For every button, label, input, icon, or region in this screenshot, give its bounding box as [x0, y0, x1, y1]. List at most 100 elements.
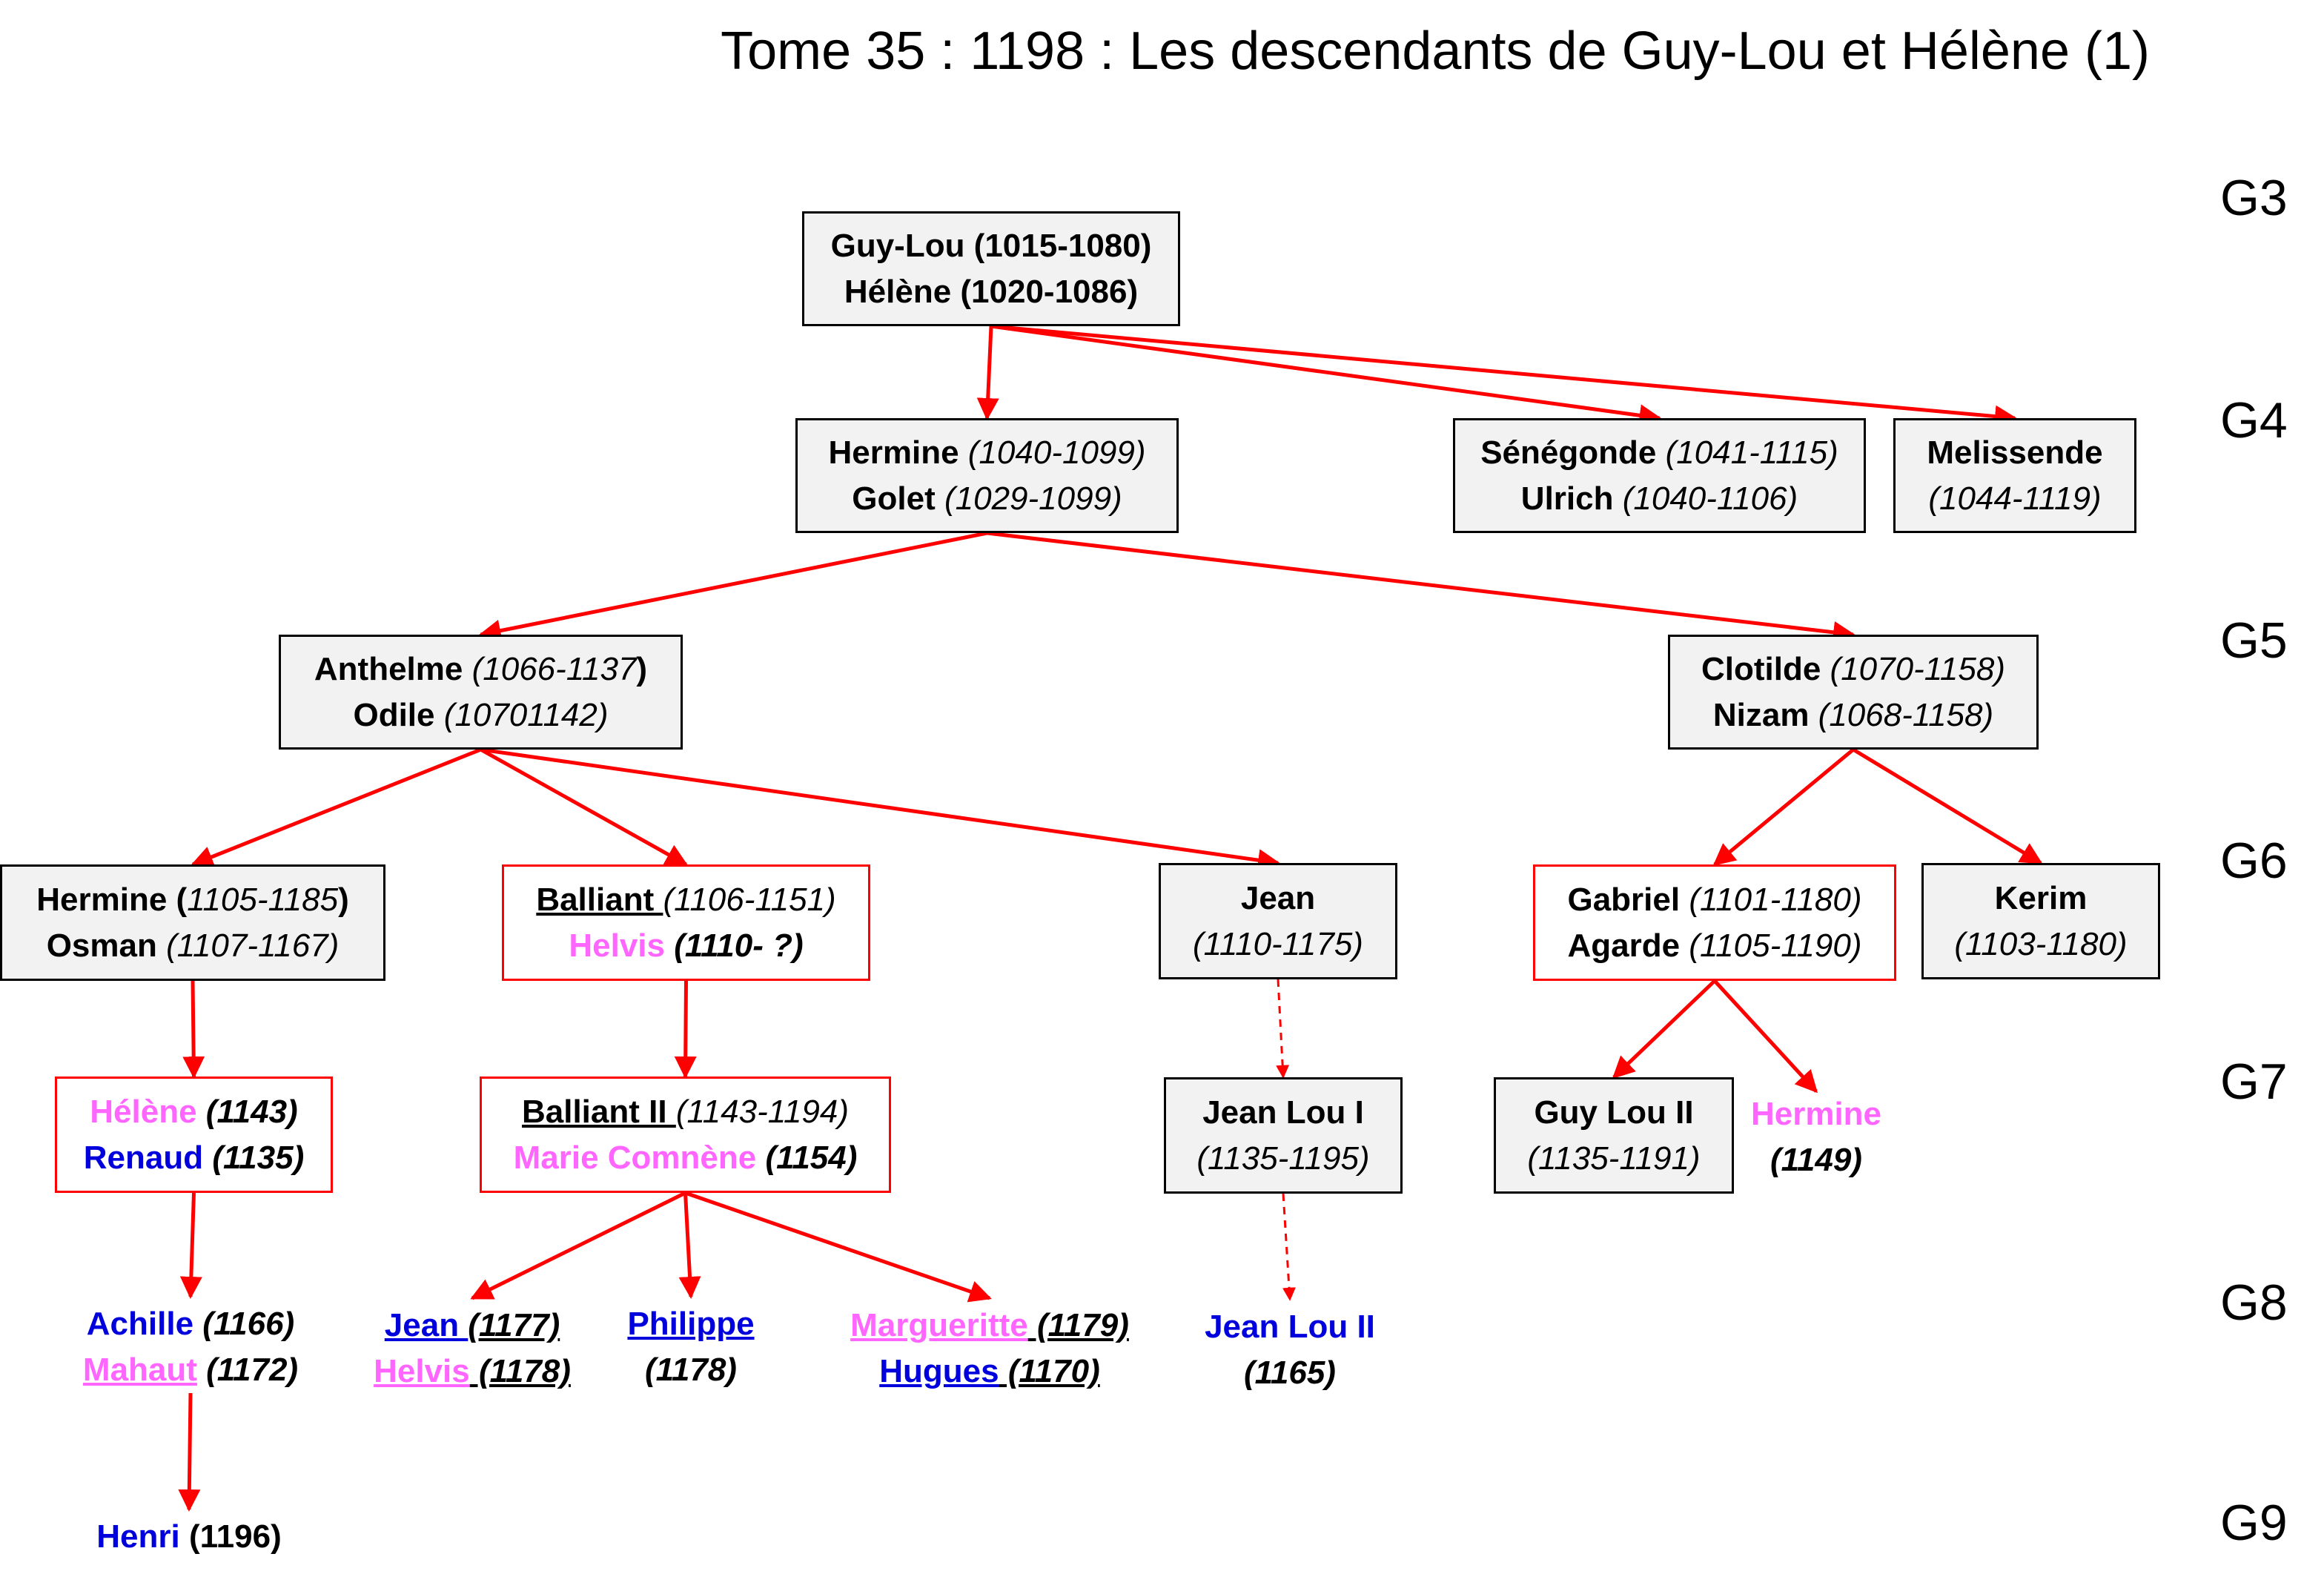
node-hermine-g7: Hermine (1149): [1749, 1091, 1883, 1183]
node-jean-lou-i: Jean Lou I (1135-1195): [1164, 1077, 1403, 1194]
person-name: Hermine: [1750, 1096, 1882, 1132]
edge-guylou-to-melissende: [990, 324, 2017, 428]
spouse-name: Marie Comnène: [513, 1139, 757, 1176]
person-dates: (1149): [1770, 1142, 1862, 1178]
edge-guylou-to-hermine1: [976, 325, 999, 420]
person-name: Henri: [96, 1518, 180, 1555]
person-name: Achille: [86, 1306, 194, 1342]
person-name: Jean: [1240, 879, 1316, 916]
generation-label-g9: G9: [2220, 1495, 2288, 1551]
edge-balliant2-to-marguerite: [684, 1191, 992, 1303]
edge-anthelme-to-jean: [480, 747, 1280, 872]
spouse-dates: (1105-1190): [1680, 927, 1862, 964]
edge-guylou-to-senegonde: [990, 324, 1662, 427]
person-dates: (1135-1195): [1196, 1140, 1370, 1177]
generation-label-g5: G5: [2220, 612, 2288, 669]
node-achille-mahaut: Achille (1166) Mahaut (1172): [61, 1301, 320, 1393]
person-dates: (1066-1137: [463, 650, 637, 687]
spouse-name: Nizam: [1712, 696, 1810, 733]
person-name: Jean Lou I: [1202, 1094, 1364, 1131]
node-kerim: Kerim (1103-1180): [1921, 863, 2160, 979]
person-dates: (1143): [196, 1093, 298, 1130]
node-hermine-golet: Hermine (1040-1099) Golet (1029-1099): [795, 418, 1179, 533]
spouse-dates: (1135): [203, 1139, 305, 1176]
person-dates: (1135-1191): [1527, 1140, 1701, 1177]
page-title: Tome 35 : 1198 : Les descendants de Guy-…: [721, 22, 2150, 81]
spouse-dates: (1040-1106): [1613, 480, 1798, 517]
closing-paren: ): [338, 881, 349, 918]
generation-label-g4: G4: [2220, 392, 2288, 449]
person-dates: (1179): [1027, 1307, 1129, 1343]
person-dates: (1177): [468, 1307, 560, 1343]
edge-helene-to-achille: [179, 1192, 202, 1299]
node-margueritte-hugues: Margueritte (1179) Hugues (1170): [830, 1303, 1149, 1395]
person-name: Anthelme: [314, 650, 463, 687]
node-jean: Jean (1110-1175): [1159, 863, 1397, 979]
node-line-2: Hélène (1020-1086): [844, 273, 1139, 310]
generation-label-g8: G8: [2220, 1274, 2288, 1331]
person-name: Margueritte: [850, 1307, 1028, 1343]
node-jean-helvis: Jean (1177) Helvis (1178): [357, 1303, 587, 1395]
node-helene-renaud: Hélène (1143) Renaud (1135): [55, 1077, 333, 1193]
node-henri: Henri (1196): [74, 1514, 304, 1560]
edge-clotilde-to-gabriel: [1712, 748, 1855, 866]
spouse-dates: (10701142): [434, 696, 609, 733]
spouse-name: Golet: [852, 480, 936, 517]
spouse-name: Helvis: [569, 927, 665, 964]
node-jean-lou-ii: Jean Lou II (1165): [1194, 1304, 1386, 1396]
person-name: Balliant: [536, 881, 663, 918]
node-philippe: Philippe (1178): [609, 1301, 772, 1393]
node-guy-lou-helene: Guy-Lou (1015-1080) Hélène (1020-1086): [802, 211, 1180, 326]
person-dates: (1110-1175): [1193, 925, 1363, 962]
node-anthelme-odile: Anthelme (1066-1137) Odile (10701142): [279, 635, 683, 750]
person-name: Sénégonde: [1480, 434, 1657, 471]
person-name: Hermine (: [36, 881, 188, 918]
generation-label-g3: G3: [2220, 170, 2288, 226]
person-dates: (1178): [645, 1352, 737, 1388]
person-name: Clotilde: [1701, 650, 1821, 687]
spouse-name: Renaud: [83, 1139, 204, 1176]
person-dates: (1166): [193, 1306, 295, 1342]
spouse-name: Osman: [46, 927, 157, 964]
node-line-1: Guy-Lou (1015-1080): [830, 227, 1152, 264]
spouse-name: Odile: [353, 696, 435, 733]
edge-jean-to-jeanlou1: [1276, 979, 1290, 1079]
spouse-name: Mahaut: [82, 1352, 197, 1388]
spouse-dates: (1068-1158): [1809, 696, 1994, 733]
edge-gabriel-to-hermine3: [1713, 979, 1818, 1094]
node-hermine-osman: Hermine (1105-1185) Osman (1107-1167): [0, 864, 385, 981]
spouse-dates: (1107-1167): [156, 927, 340, 964]
node-senegonde-ulrich: Sénégonde (1041-1115) Ulrich (1040-1106): [1453, 418, 1866, 533]
person-dates: 1105-1185: [187, 881, 339, 918]
person-dates: (1101-1180): [1680, 881, 1862, 918]
edge-hermine1-to-clotilde: [987, 531, 1855, 644]
edge-achille-to-henri: [178, 1392, 201, 1512]
generation-label-g6: G6: [2220, 833, 2288, 889]
edge-clotilde-to-kerim: [1852, 747, 2043, 865]
person-name: Jean Lou II: [1205, 1309, 1375, 1345]
closing-paren: ): [636, 650, 648, 687]
person-name: Kerim: [1994, 879, 2088, 916]
edge-hermine1-to-anthelme: [478, 531, 987, 642]
node-gabriel-agarde: Gabriel (1101-1180) Agarde (1105-1190): [1533, 864, 1896, 981]
person-name: Guy Lou II: [1534, 1094, 1694, 1131]
node-guy-lou-ii: Guy Lou II (1135-1191): [1494, 1077, 1734, 1194]
node-balliant-helvis: Balliant (1106-1151) Helvis (1110- ?): [502, 864, 870, 981]
edge-balliant2-to-philippe: [678, 1192, 701, 1299]
person-name: Melissende: [1927, 434, 2103, 471]
node-clotilde-nizam: Clotilde (1070-1158) Nizam (1068-1158): [1668, 635, 2039, 750]
person-name: Hermine: [828, 434, 959, 471]
person-dates: (1070-1158): [1821, 650, 2005, 687]
spouse-dates: (1110- ?): [665, 927, 804, 964]
person-dates: (1040-1099): [959, 434, 1146, 471]
person-dates: (1106-1151): [663, 881, 836, 918]
person-name: Balliant II: [521, 1093, 676, 1130]
person-dates: (1041-1115): [1656, 434, 1838, 471]
spouse-name: Hugues: [879, 1353, 999, 1389]
generation-label-g7: G7: [2220, 1054, 2288, 1110]
person-dates: (1196): [179, 1518, 282, 1555]
spouse-dates: (1170): [999, 1353, 1100, 1389]
edge-jeanlou1-to-jeanlou2: [1282, 1193, 1296, 1301]
spouse-dates: (1172): [196, 1352, 299, 1388]
